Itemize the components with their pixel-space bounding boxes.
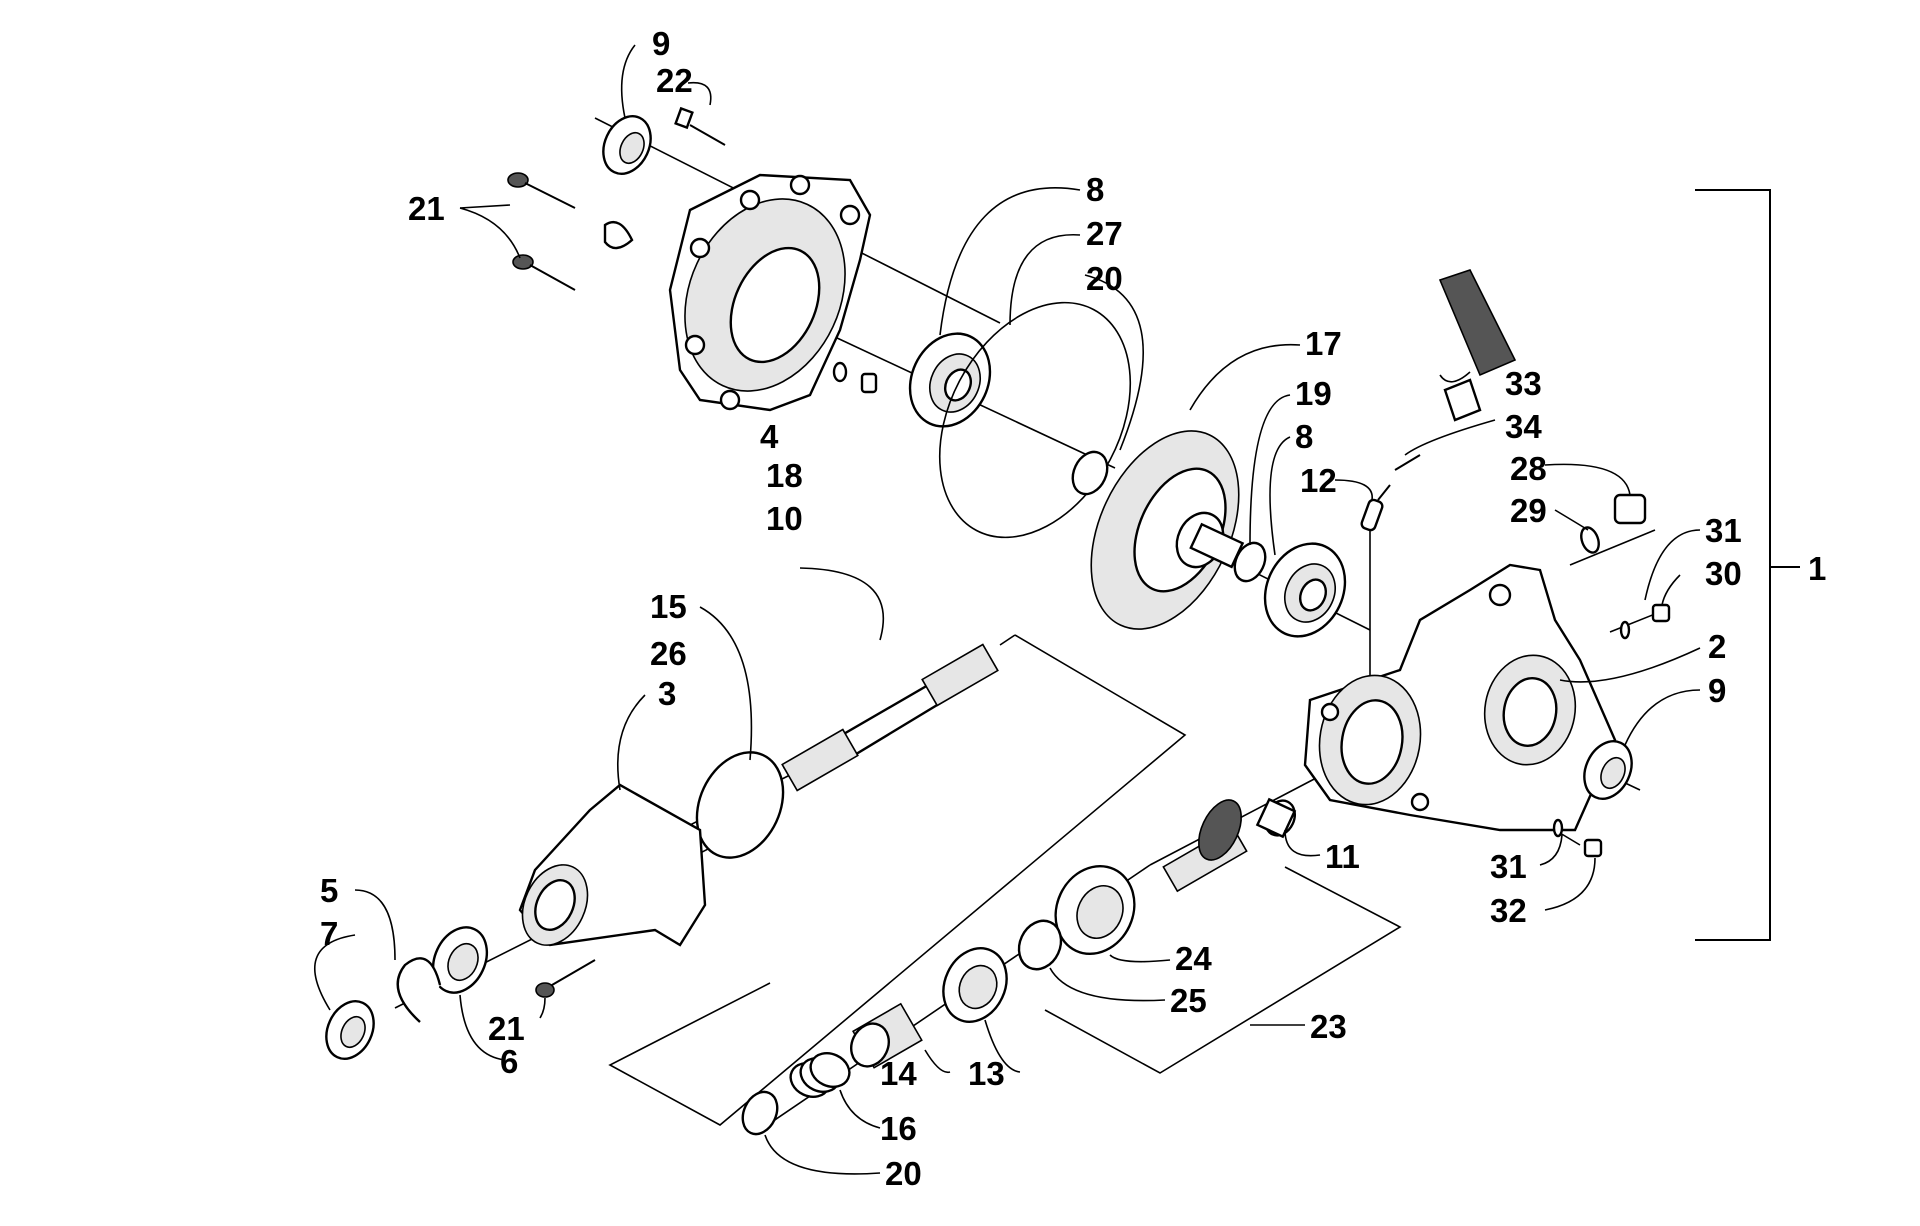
leader-lines — [314, 44, 1701, 1175]
bolt-21-lower — [535, 959, 596, 998]
callout-4: 4 — [760, 418, 779, 455]
bolts-21-top — [507, 172, 634, 291]
shaft-group-outline — [608, 634, 1187, 1126]
callout-32: 32 — [1490, 892, 1527, 929]
snap-ring-5 — [396, 957, 442, 1023]
shim-ring-20-upper — [1071, 450, 1109, 496]
callout-18: 18 — [766, 457, 803, 494]
o-ring-27 — [938, 301, 1132, 539]
gear-housing-2 — [1303, 563, 1617, 832]
callout-16: 16 — [880, 1110, 917, 1147]
bushing-11 — [1255, 797, 1297, 839]
bearing-8-left — [908, 332, 992, 428]
callout-labels: 1 2 3 4 5 6 7 8 8 9 9 10 11 12 13 14 15 … — [320, 25, 1826, 1192]
callout-30: 30 — [1705, 555, 1742, 592]
callout-7: 7 — [320, 915, 338, 952]
callout-8a: 8 — [1086, 171, 1104, 208]
callout-21b: 21 — [488, 1010, 525, 1047]
pinion-group-outline — [1044, 866, 1402, 1074]
callout-31a: 31 — [1705, 512, 1742, 549]
callout-6: 6 — [500, 1043, 518, 1080]
spacer-25 — [1017, 919, 1063, 971]
callout-34: 34 — [1505, 408, 1542, 445]
callout-2: 2 — [1708, 628, 1726, 665]
callout-22: 22 — [656, 62, 693, 99]
callout-10: 10 — [766, 500, 803, 537]
callout-3: 3 — [658, 675, 676, 712]
callout-25: 25 — [1170, 982, 1207, 1019]
callout-23: 23 — [1310, 1008, 1347, 1045]
oil-seal-right — [1583, 740, 1633, 800]
callout-27: 27 — [1086, 215, 1123, 252]
callout-11: 11 — [1325, 838, 1360, 875]
callout-21a: 21 — [408, 190, 445, 227]
callout-13: 13 — [968, 1055, 1005, 1092]
collar-13 — [942, 947, 1008, 1023]
callout-14: 14 — [880, 1055, 917, 1092]
callout-15: 15 — [650, 588, 687, 625]
screw-22 — [674, 106, 726, 146]
callout-33: 33 — [1505, 365, 1542, 402]
pinion-gear — [1162, 799, 1248, 893]
callout-31b: 31 — [1490, 848, 1527, 885]
ring-gear-17 — [1090, 430, 1245, 630]
callout-9b: 9 — [1708, 672, 1726, 709]
coupler-14 — [850, 1002, 923, 1069]
callout-8b: 8 — [1295, 418, 1313, 455]
shim-19 — [1233, 541, 1267, 583]
callout-20b: 20 — [885, 1155, 922, 1192]
shim-ring-20-lower — [741, 1090, 779, 1136]
callout-19: 19 — [1295, 375, 1332, 412]
callout-20a: 20 — [1086, 260, 1123, 297]
output-housing-3 — [518, 783, 707, 947]
callout-28: 28 — [1510, 450, 1547, 487]
callout-1: 1 — [1808, 550, 1826, 587]
callout-5: 5 — [320, 872, 338, 909]
end-cover-part — [668, 173, 872, 412]
drain-plug-parts — [832, 361, 878, 394]
callout-12: 12 — [1300, 462, 1337, 499]
callout-24: 24 — [1175, 940, 1212, 977]
o-ring-26 — [695, 751, 785, 859]
vent-fitting-12 — [1360, 484, 1391, 532]
callout-17: 17 — [1305, 325, 1342, 362]
bolt-32 — [1552, 818, 1603, 858]
bearing-24 — [1054, 864, 1136, 956]
seal-7 — [325, 1000, 375, 1060]
shaft-15 — [781, 643, 999, 792]
oil-seal-top — [602, 115, 652, 175]
spring-16 — [789, 1052, 851, 1098]
assembly-bracket — [1695, 189, 1800, 941]
bolt-30 — [1619, 603, 1671, 640]
vent-boot-33 — [1394, 269, 1517, 471]
callout-9a: 9 — [652, 25, 670, 62]
bearing-8-right — [1263, 542, 1347, 638]
callout-29: 29 — [1510, 492, 1547, 529]
callout-26: 26 — [650, 635, 687, 672]
fill-plug-28 — [1580, 493, 1647, 554]
bearing-6 — [431, 926, 489, 994]
